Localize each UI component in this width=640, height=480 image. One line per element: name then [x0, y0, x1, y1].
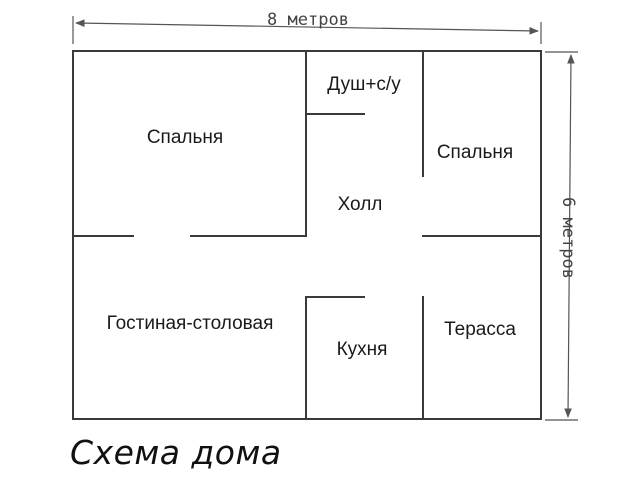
room-label-living-dining: Гостиная-столовая: [107, 313, 274, 334]
room-label-hall: Холл: [338, 194, 383, 215]
height-dimension-label: 6 метров: [558, 197, 578, 279]
room-label-bedroom-right: Спальня: [437, 142, 513, 163]
room-label-shower-wc: Душ+с/у: [327, 74, 401, 95]
diagram-caption: Схема дома: [70, 433, 282, 472]
room-label-terrace: Терасса: [444, 319, 516, 340]
width-dimension: 8 метров: [72, 10, 542, 44]
room-label-kitchen: Кухня: [337, 339, 388, 360]
walls: [72, 50, 542, 420]
height-dimension: 6 метров: [545, 51, 578, 421]
width-dimension-label: 8 метров: [267, 10, 349, 30]
room-label-bedroom-left: Спальня: [147, 127, 223, 148]
